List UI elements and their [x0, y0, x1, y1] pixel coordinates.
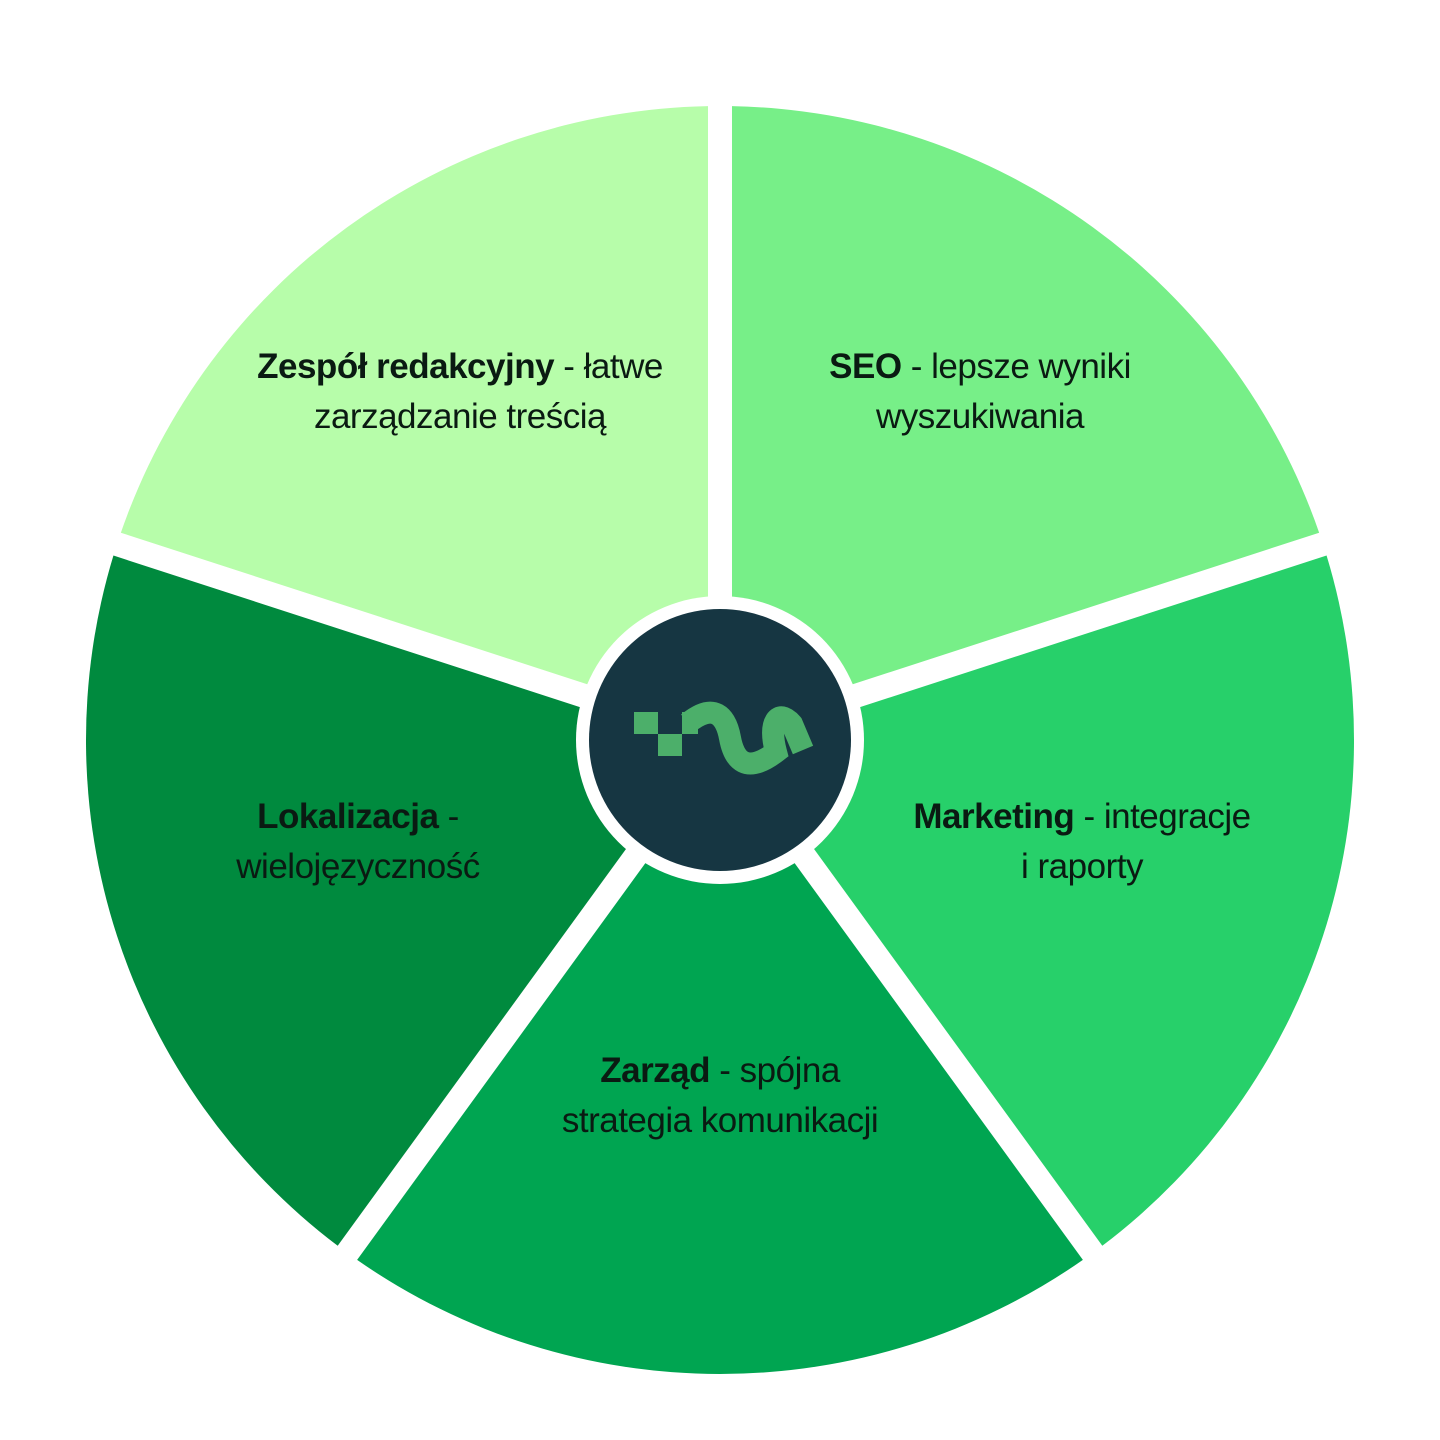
label-separator: - [554, 347, 584, 386]
label-line-2: i raporty [1021, 847, 1143, 886]
segment-label-seo: SEO - lepsze wyniki wyszukiwania [740, 342, 1220, 442]
logo-square [634, 712, 658, 734]
hub [589, 609, 851, 871]
label-separator: - [1074, 797, 1104, 836]
segment-marketing [739, 555, 1355, 1246]
label-separator: - [710, 1051, 740, 1090]
label-title: Lokalizacja [257, 797, 439, 836]
label-title: Marketing [913, 797, 1075, 836]
segment-label-lokalizacja: Lokalizacja - wielojęzyczność [118, 792, 598, 892]
label-line-1: Zarząd - spójna [480, 1046, 960, 1096]
segment-label-zarzad: Zarząd - spójna strategia komunikacji [480, 1046, 960, 1146]
segment-label-zespol: Zespół redakcyjny - łatwe zarządzanie tr… [220, 342, 700, 442]
label-title: SEO [829, 347, 902, 386]
label-separator: - [901, 347, 932, 386]
label-line-1: Lokalizacja - [118, 792, 598, 842]
segment-zarzad [357, 760, 1083, 1375]
label-title: Zespół redakcyjny [257, 347, 555, 386]
logo-wave [681, 701, 814, 775]
label-line-2: wielojęzyczność [236, 847, 480, 886]
label-line-2: strategia komunikacji [561, 1101, 879, 1140]
label-line-1: Marketing - integracje [842, 792, 1322, 842]
label-line-1: SEO - lepsze wyniki [740, 342, 1220, 392]
segment-lokalizacja [85, 555, 701, 1246]
logo-square [658, 734, 682, 756]
label-separator: - [438, 797, 460, 836]
label-text: łatwe [583, 347, 664, 386]
label-text: integracje [1103, 797, 1251, 836]
segments-group [85, 106, 1355, 1375]
label-title: Zarząd [600, 1051, 711, 1090]
brand-wave-logo [634, 701, 814, 775]
segment-zespol [120, 106, 709, 724]
label-text: lepsze wyniki [931, 347, 1131, 386]
label-line-2: zarządzanie treścią [313, 397, 607, 436]
segment-label-marketing: Marketing - integracje i raporty [842, 792, 1322, 892]
label-text: spójna [739, 1051, 841, 1090]
segment-seo [732, 106, 1320, 724]
label-line-2: wyszukiwania [876, 397, 1084, 436]
label-line-1: Zespół redakcyjny - łatwe [220, 342, 700, 392]
